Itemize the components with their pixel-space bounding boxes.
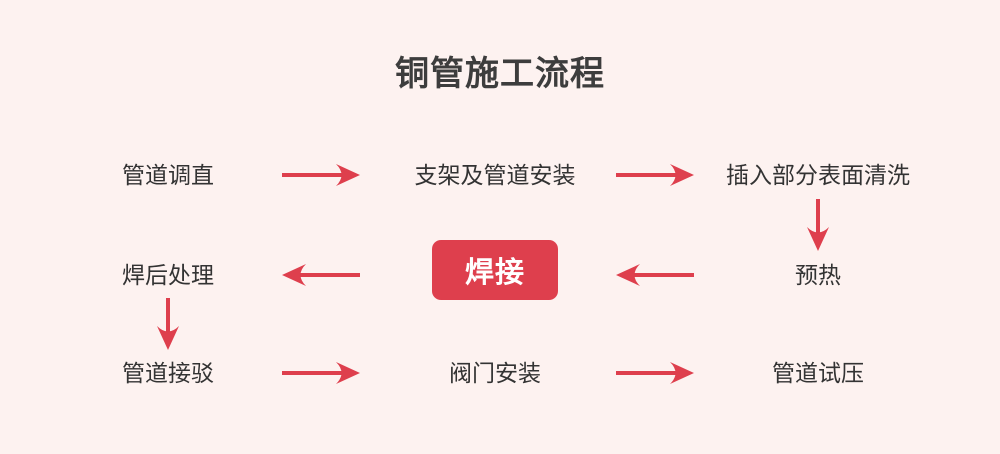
flow-arrow-n4-to-n5 [616,262,694,288]
flow-node-n9[interactable]: 管道试压 [772,360,864,386]
flow-arrow-n2-to-n3 [616,162,694,188]
flow-arrow-n5-to-n6 [282,262,360,288]
flow-node-n3[interactable]: 插入部分表面清洗 [726,162,910,188]
flow-arrow-n3-to-n4 [792,199,844,251]
flow-arrow-n8-to-n9 [616,360,694,386]
flow-node-n8[interactable]: 阀门安装 [449,360,541,386]
flow-node-n1[interactable]: 管道调直 [122,162,214,188]
flow-node-n6[interactable]: 焊后处理 [122,262,214,288]
flow-node-n5[interactable]: 焊接 [432,240,558,300]
flow-arrow-n7-to-n8 [282,360,360,386]
flow-node-n2[interactable]: 支架及管道安装 [414,162,576,188]
page-title: 铜管施工流程 [395,55,605,93]
flow-arrow-n6-to-n7 [142,298,194,350]
flow-arrow-n1-to-n2 [282,162,360,188]
flow-node-n4[interactable]: 预热 [795,262,841,288]
flow-node-n7[interactable]: 管道接驳 [122,360,214,386]
